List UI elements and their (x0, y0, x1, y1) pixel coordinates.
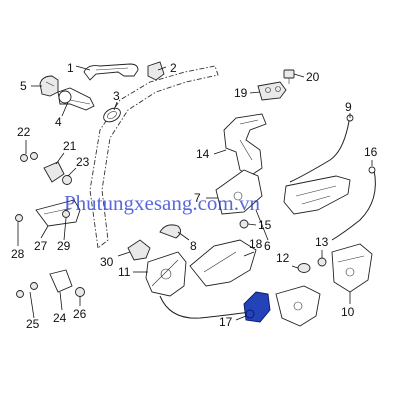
part-screw-28[interactable] (15, 214, 23, 222)
callout-27: 27 (34, 239, 48, 253)
part-hinge-21[interactable] (43, 161, 65, 183)
part-plug[interactable] (127, 239, 151, 261)
watermark-text: Phutungxesang.com.vn (64, 191, 260, 215)
part-lock-housing[interactable] (275, 285, 321, 327)
callout-17: 17 (219, 315, 233, 329)
callout-26: 26 (73, 307, 87, 321)
callout-20: 20 (306, 70, 320, 84)
part-rod (159, 295, 251, 319)
callout-15: 15 (258, 218, 272, 232)
part-screw-29[interactable] (62, 210, 70, 218)
callout-9: 9 (345, 100, 352, 114)
callout-19: 19 (234, 86, 248, 100)
part-hinge-27[interactable] (35, 199, 81, 227)
callout-11: 11 (118, 265, 131, 279)
callout-3: 3 (113, 89, 120, 103)
callout-labels: 1 2 3 4 5 6 7 8 9 10 11 12 13 14 15 16 1… (11, 61, 378, 331)
part-inside-handle[interactable] (283, 175, 351, 215)
part-cable-9[interactable] (289, 114, 354, 183)
callout-29: 29 (57, 239, 71, 253)
part-clip[interactable] (147, 61, 165, 81)
callout-14: 14 (196, 147, 210, 161)
part-cap-23[interactable] (62, 175, 72, 185)
callout-23: 23 (76, 155, 90, 169)
part-inner-bracket[interactable] (215, 169, 263, 215)
part-latch-assembly[interactable] (331, 243, 373, 293)
callout-6: 6 (264, 239, 271, 253)
part-check-strap[interactable] (49, 269, 73, 293)
callout-30: 30 (100, 255, 114, 269)
callout-1: 1 (67, 61, 74, 75)
leader-lines (17, 65, 373, 321)
part-cap-12[interactable] (297, 263, 311, 273)
part-panel-frame[interactable] (189, 239, 257, 287)
part-lock-cylinder[interactable] (57, 87, 95, 111)
callout-22: 22 (17, 125, 31, 139)
callout-21: 21 (63, 139, 77, 153)
part-seal-ring[interactable] (101, 105, 123, 124)
callout-4: 4 (55, 115, 62, 129)
part-outside-handle[interactable] (83, 63, 139, 81)
part-cable-16[interactable] (331, 166, 376, 241)
callout-2: 2 (170, 61, 177, 75)
part-screw-25[interactable] (16, 282, 38, 298)
part-screw-15[interactable] (239, 219, 249, 229)
callout-18: 18 (249, 237, 263, 251)
part-screw-22[interactable] (20, 152, 38, 162)
callout-24: 24 (53, 311, 67, 325)
door-outline (89, 65, 219, 249)
callout-13: 13 (315, 235, 329, 249)
callout-16: 16 (364, 145, 378, 159)
callout-25: 25 (26, 317, 40, 331)
part-lock-actuator[interactable] (145, 251, 187, 297)
part-lock-motor-highlighted[interactable] (243, 291, 271, 323)
callout-10: 10 (341, 305, 355, 319)
part-bolt-20[interactable] (283, 69, 295, 84)
part-handle-frame[interactable] (223, 113, 267, 177)
part-cap-26[interactable] (75, 287, 85, 297)
part-bumper[interactable] (159, 224, 181, 239)
callout-8: 8 (190, 239, 197, 253)
callout-12: 12 (276, 251, 290, 265)
callout-7: 7 (194, 191, 201, 205)
callout-28: 28 (11, 247, 25, 261)
part-handle-cap[interactable] (39, 75, 59, 97)
callout-5: 5 (20, 79, 27, 93)
part-screw-13[interactable] (317, 257, 327, 267)
part-bracket[interactable] (257, 81, 287, 101)
